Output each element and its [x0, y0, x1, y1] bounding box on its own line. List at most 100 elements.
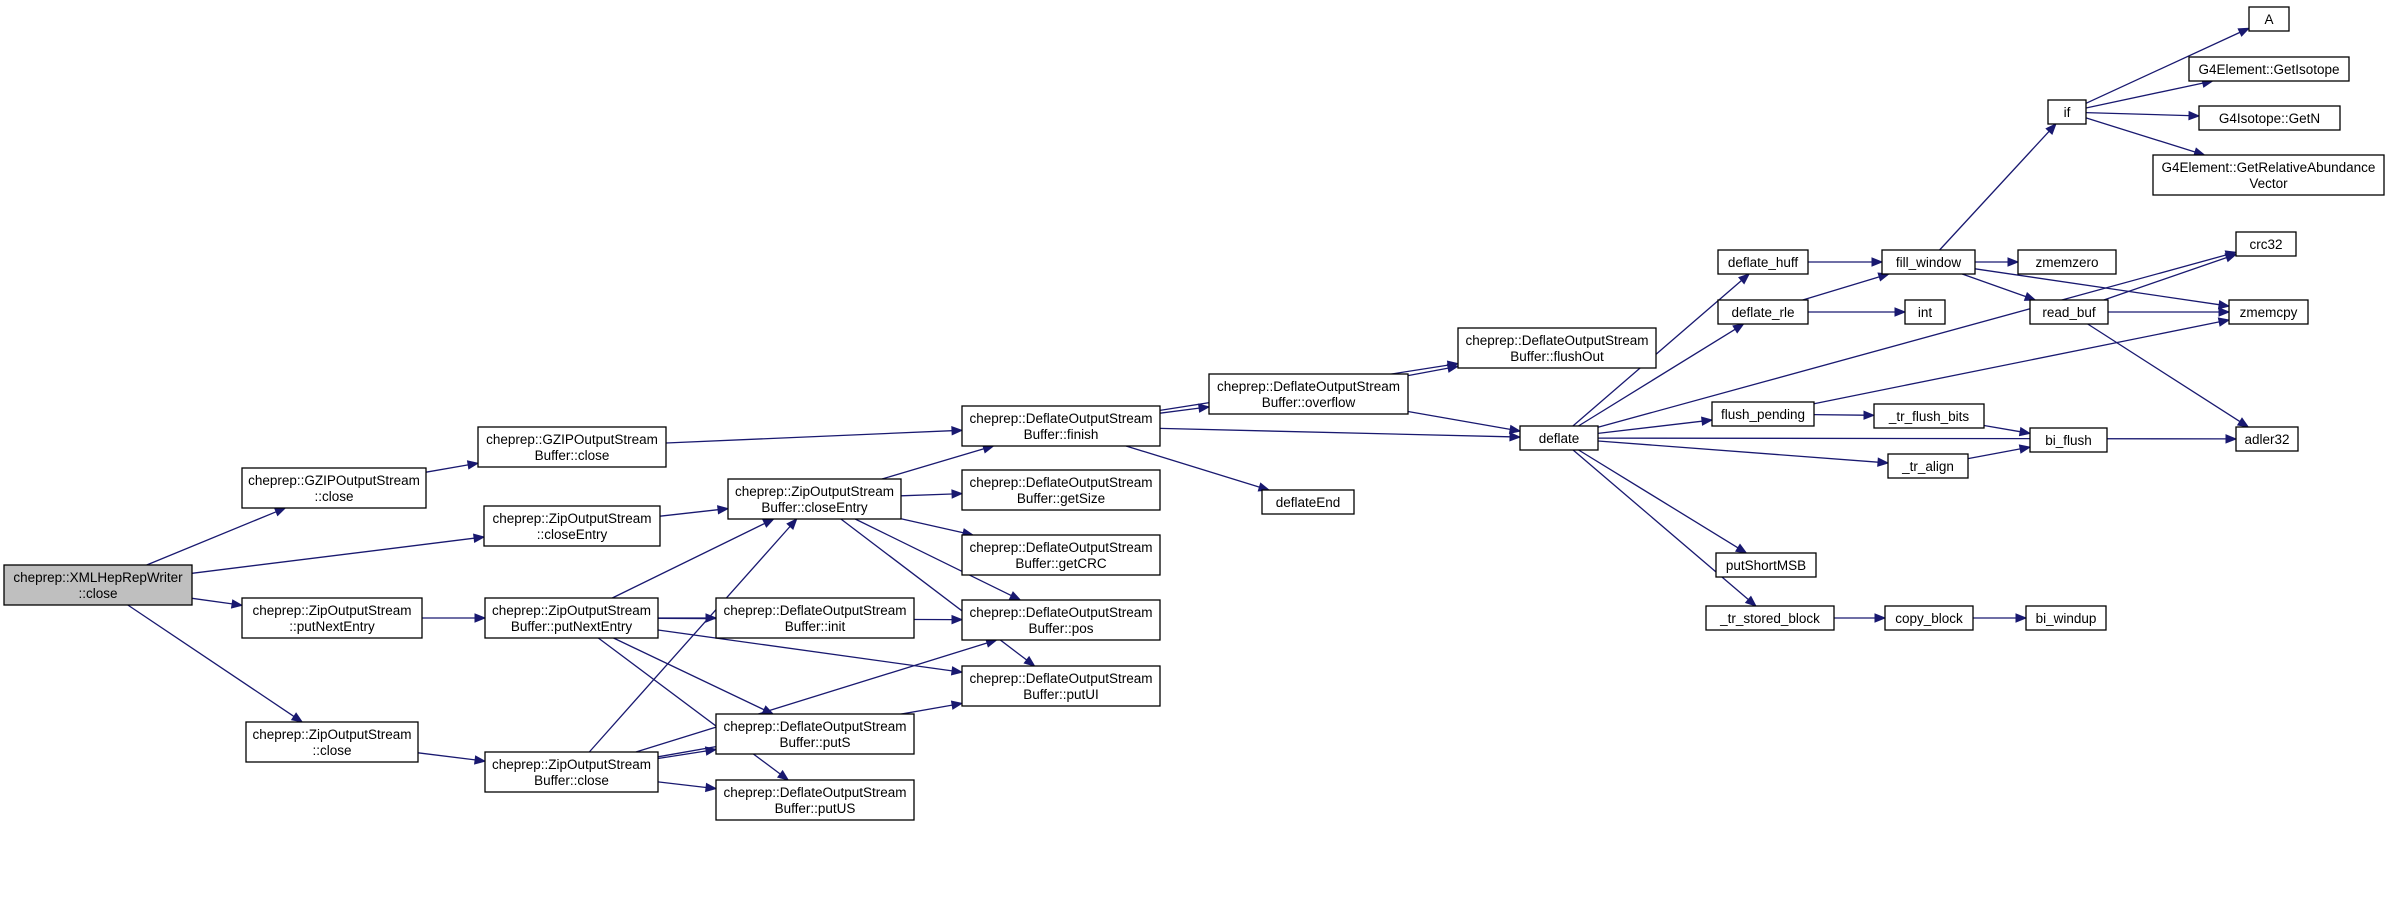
edge-line: [1407, 367, 1449, 377]
node-gzip-close[interactable]: cheprep::GZIPOutputStream::close: [241, 467, 427, 509]
node-crc32[interactable]: crc32: [2235, 231, 2297, 257]
edge-tr-flush-bits-to-bi-flush: [1983, 424, 2032, 437]
node-read-buf[interactable]: read_buf: [2029, 299, 2109, 325]
node-zip-putnextentry[interactable]: cheprep::ZipOutputStream::putNextEntry: [241, 597, 423, 639]
node-label: G4Isotope::GetN: [2219, 111, 2320, 126]
node-zmemzero[interactable]: zmemzero: [2017, 249, 2117, 275]
node-label: flush_pending: [1721, 407, 1805, 422]
edge-line: [635, 642, 988, 753]
edge-line: [425, 464, 469, 473]
node-deflateend[interactable]: deflateEnd: [1261, 489, 1355, 515]
node-adler32[interactable]: adler32: [2235, 426, 2299, 452]
edge-copy-block-to-bi-windup: [1973, 613, 2028, 623]
node-box: [1261, 489, 1355, 515]
node-box: [2198, 105, 2341, 131]
node-deflate-rle[interactable]: deflate_rle: [1717, 299, 1809, 325]
node-deflate-huff[interactable]: deflate_huff: [1717, 249, 1809, 275]
node-int[interactable]: int: [1904, 299, 1946, 325]
arrowhead-icon: [2217, 299, 2231, 310]
edge-fill-window-to-read-buf: [1961, 273, 2037, 301]
arrowhead-icon: [2225, 434, 2238, 444]
arrowhead-icon: [1894, 307, 1907, 317]
node-dbuf-finish[interactable]: cheprep::DeflateOutputStreamBuffer::fini…: [961, 405, 1161, 447]
node-zmemcpy[interactable]: zmemcpy: [2228, 299, 2309, 325]
node-bi-windup[interactable]: bi_windup: [2025, 605, 2107, 631]
node-label: deflate_huff: [1728, 255, 1799, 270]
node-if[interactable]: if: [2047, 99, 2087, 125]
arrowhead-icon: [273, 507, 287, 517]
edge-tr-stored-block-to-copy-block: [1834, 613, 1887, 623]
arrowhead-icon: [2007, 257, 2020, 267]
node-label: putShortMSB: [1726, 558, 1806, 573]
edge-read-buf-to-crc32: [2103, 253, 2238, 301]
node-copy-block[interactable]: copy_block: [1884, 605, 1974, 631]
edge-line: [1572, 280, 1742, 427]
edge-line: [146, 511, 277, 566]
edge-line: [657, 750, 707, 760]
node-label: _tr_flush_bits: [1888, 409, 1970, 424]
node-zipbuf-closeentry[interactable]: cheprep::ZipOutputStreamBuffer::closeEnt…: [727, 478, 902, 520]
edge-line: [1597, 254, 2227, 428]
node-dbuf-getsize[interactable]: cheprep::DeflateOutputStreamBuffer::getS…: [961, 469, 1161, 511]
node-flush-pending[interactable]: flush_pending: [1711, 401, 1815, 427]
edge-line: [1983, 424, 2021, 433]
node-tr-flush-bits[interactable]: _tr_flush_bits: [1873, 403, 1985, 429]
node-box: [2017, 249, 2117, 275]
node-box: [727, 478, 902, 520]
node-dbuf-overflow[interactable]: cheprep::DeflateOutputStreamBuffer::over…: [1208, 373, 1409, 415]
node-box: [961, 599, 1161, 641]
node-fill-window[interactable]: fill_window: [1881, 249, 1976, 275]
arrowhead-icon: [466, 460, 480, 470]
arrowhead-icon: [1744, 595, 1757, 607]
arrowhead-icon: [705, 782, 718, 793]
arrowhead-icon: [950, 666, 964, 676]
edge-line: [2085, 31, 2241, 104]
node-label: cheprep::DeflateOutputStream: [723, 719, 906, 734]
node-bi-flush[interactable]: bi_flush: [2029, 427, 2108, 453]
node-dbuf-putus[interactable]: cheprep::DeflateOutputStreamBuffer::putU…: [715, 779, 915, 821]
node-putshortmsb[interactable]: putShortMSB: [1715, 552, 1817, 578]
node-g4isotope-getn[interactable]: G4Isotope::GetN: [2198, 105, 2341, 131]
arrowhead-icon: [290, 712, 304, 723]
node-label: Buffer::putS: [779, 735, 850, 750]
node-label: cheprep::DeflateOutputStream: [1217, 379, 1400, 394]
edge-root-to-zip-closeentry: [191, 533, 486, 574]
arrowhead-icon: [950, 700, 964, 710]
node-label: ::close: [312, 743, 351, 758]
edge-line: [1125, 445, 1260, 488]
arrowhead-icon: [2015, 613, 2028, 623]
edge-dbuf-finish-to-dbuf-overflow: [1159, 403, 1211, 414]
node-dbuf-flushout[interactable]: cheprep::DeflateOutputStreamBuffer::flus…: [1457, 327, 1657, 369]
edge-root-to-zip-putnextentry: [191, 597, 244, 609]
node-tr-stored-block[interactable]: _tr_stored_block: [1705, 605, 1835, 631]
node-box: [961, 665, 1161, 707]
node-zip-closeentry[interactable]: cheprep::ZipOutputStream::closeEntry: [483, 505, 661, 547]
edge-line: [2085, 82, 2203, 109]
arrowhead-icon: [2218, 307, 2231, 317]
node-box: [2029, 427, 2108, 453]
node-zipbuf-putnextentry[interactable]: cheprep::ZipOutputStreamBuffer::putNextE…: [484, 597, 659, 639]
arrowhead-icon: [1734, 543, 1748, 554]
node-a[interactable]: A: [2248, 6, 2290, 32]
node-dbuf-putui[interactable]: cheprep::DeflateOutputStreamBuffer::putU…: [961, 665, 1161, 707]
edge-line: [881, 448, 985, 480]
node-dbuf-getcrc[interactable]: cheprep::DeflateOutputStreamBuffer::getC…: [961, 534, 1161, 576]
node-deflate[interactable]: deflate: [1519, 425, 1599, 451]
node-box: [2025, 605, 2107, 631]
arrowhead-icon: [1863, 410, 1876, 420]
edge-deflate-rle-to-int: [1808, 307, 1907, 317]
node-root[interactable]: cheprep::XMLHepRepWriter::close: [3, 564, 193, 606]
node-tr-align[interactable]: _tr_align: [1887, 453, 1969, 479]
node-g4element-getisotope[interactable]: G4Element::GetIsotope: [2188, 56, 2350, 82]
edge-deflate-to-crc32: [1597, 250, 2238, 428]
node-zip-close[interactable]: cheprep::ZipOutputStream::close: [245, 721, 419, 763]
edge-dbuf-overflow-to-deflate: [1407, 410, 1522, 435]
arrowhead-icon: [776, 769, 790, 781]
edge-zipbuf-close-to-dbuf-putus: [657, 781, 718, 793]
